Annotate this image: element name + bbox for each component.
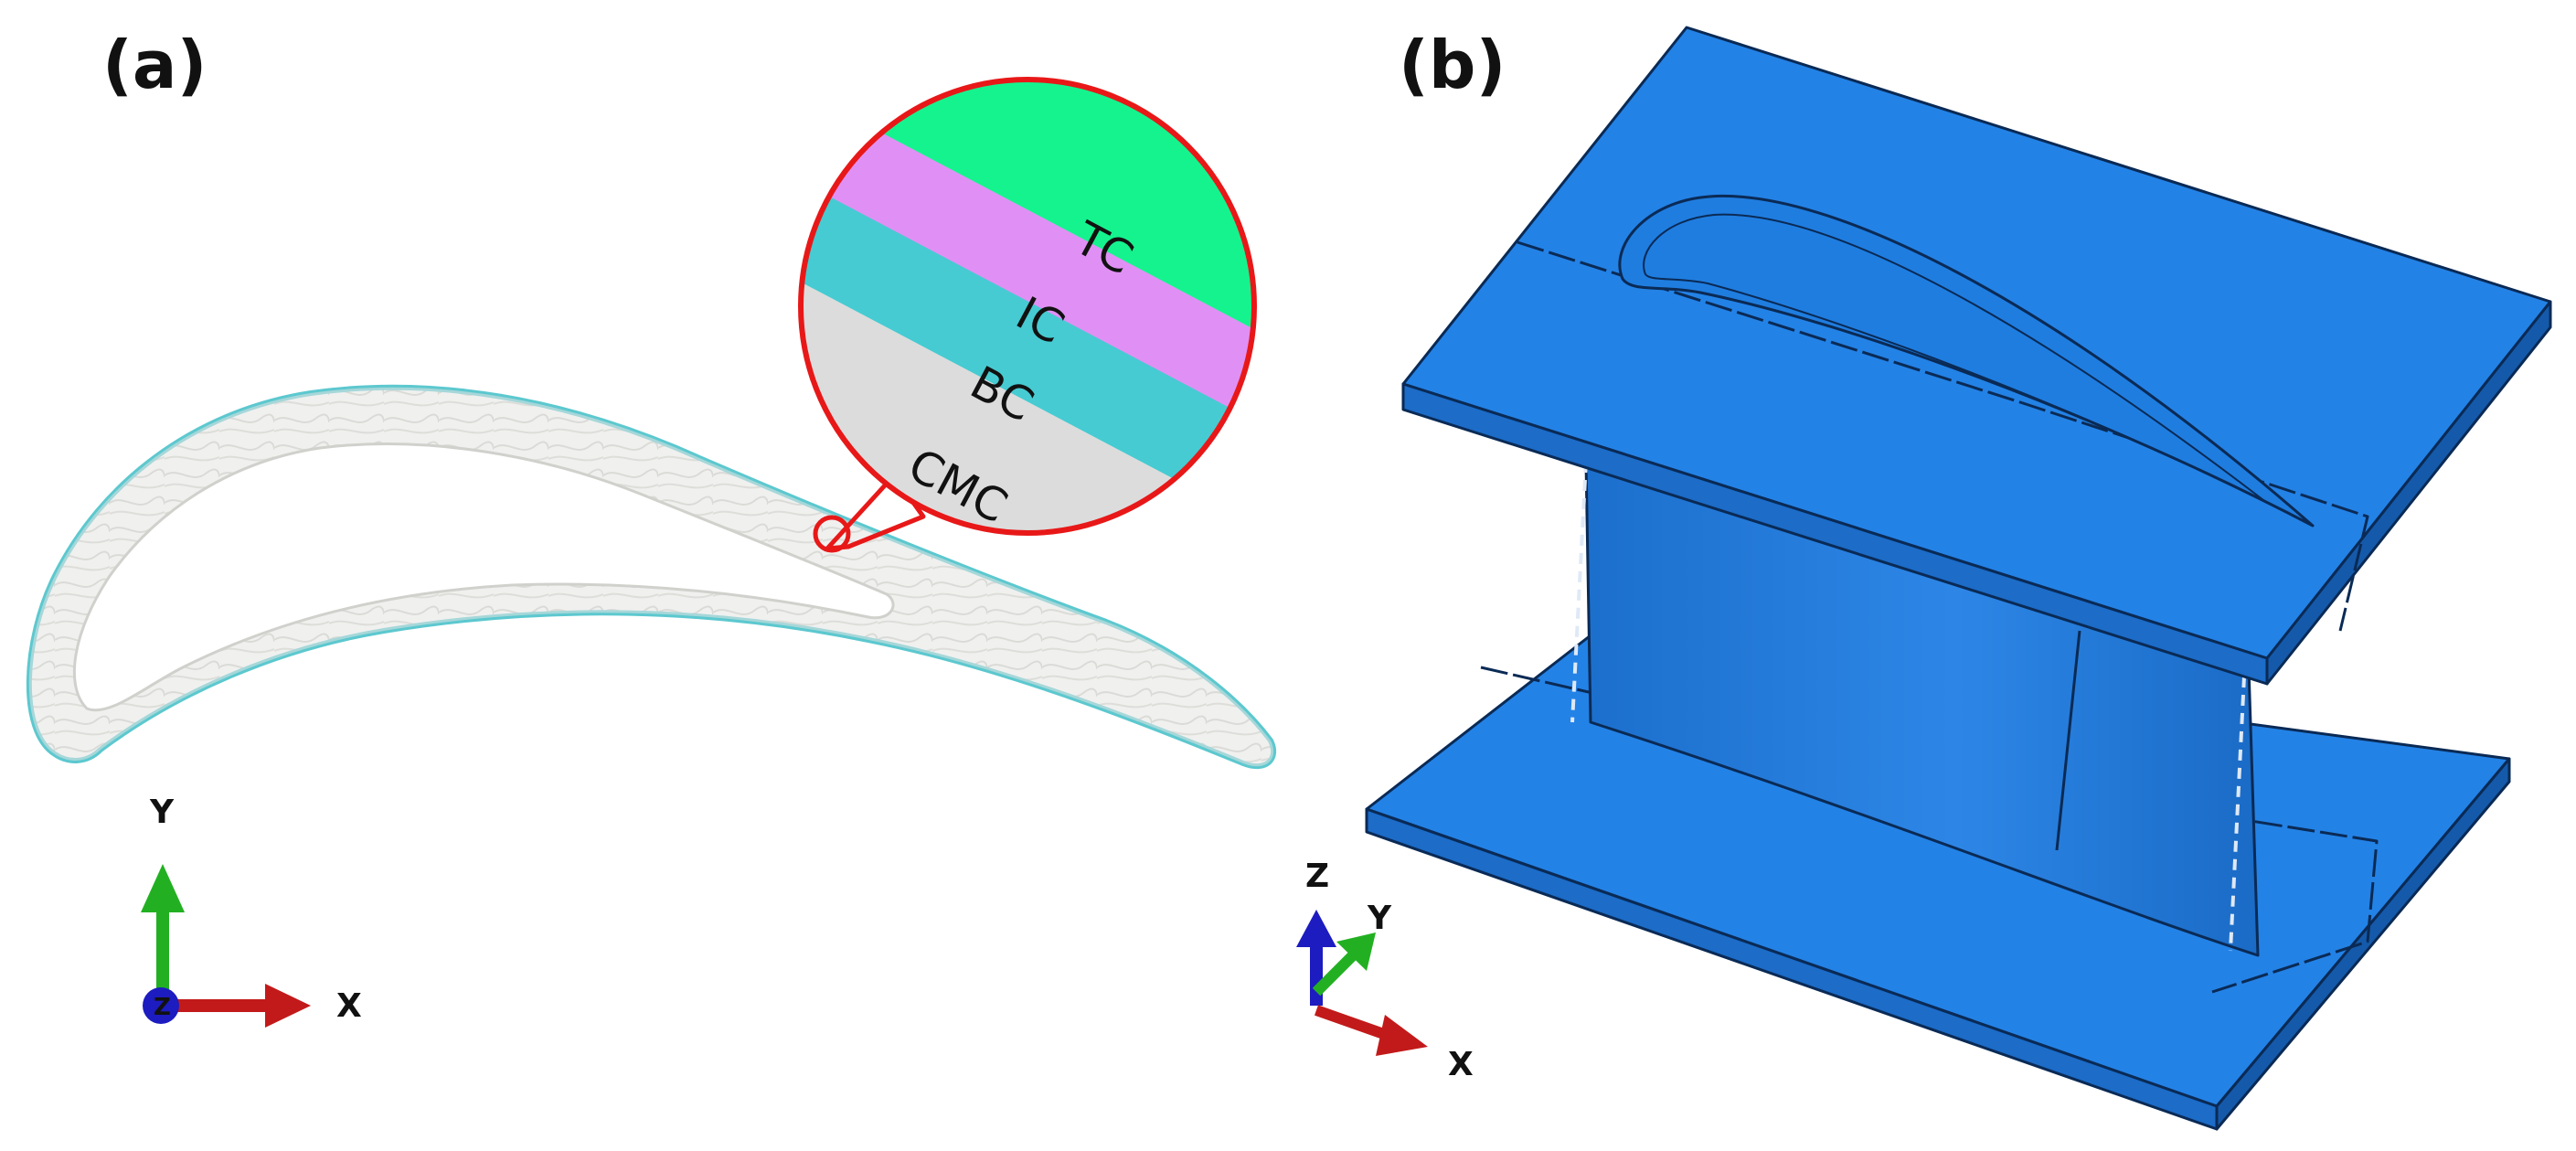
panel-a-label: (a) (102, 27, 207, 103)
y-axis-arrowhead (141, 864, 185, 912)
y-axis-arrowhead-b (1336, 933, 1376, 971)
zoom-connector (825, 473, 926, 551)
z-axis-arrowhead (1296, 910, 1336, 947)
axis-triad-a: Y X Z (141, 794, 362, 1028)
panel-b: (b) Z (1296, 26, 2552, 1131)
airfoil-inner-cavity (72, 442, 895, 712)
axis-label-y-b: Y (1367, 900, 1392, 937)
panel-a: (a) TC IC BC CMC (26, 27, 1277, 1028)
axis-label-z-b: Z (1305, 858, 1329, 895)
zoom-callout: TC IC BC CMC (798, 77, 1257, 553)
top-airfoil-imprint-inner (1643, 213, 2268, 504)
axis-label-z: Z (154, 994, 171, 1021)
zoom-magnified-circle (798, 77, 1257, 536)
blade-model-3d (1365, 26, 2552, 1131)
axis-label-y: Y (149, 794, 175, 831)
blade-leading-edge (1570, 461, 1588, 723)
layer-bc-band (801, 169, 1254, 533)
z-axis-dot (143, 987, 179, 1024)
top-platform-side (2265, 300, 2552, 686)
axis-triad-b: Z Y X (1296, 858, 1474, 1083)
layer-ic-band (801, 80, 1254, 434)
top-airfoil-imprint (1618, 194, 2315, 528)
axis-label-x: X (336, 987, 362, 1025)
blade-trailing-edge (2229, 676, 2246, 952)
x-axis-arrowhead-b (1376, 1015, 1428, 1056)
layer-stack (801, 80, 1254, 533)
layer-tc-band (801, 80, 1254, 343)
blade-body (1584, 460, 2260, 957)
y-axis-arrow-b (1312, 951, 1357, 996)
axis-label-x-b: X (1448, 1046, 1474, 1083)
blade-rib-line (2055, 630, 2081, 851)
x-axis-arrowhead (265, 984, 311, 1028)
airfoil-cross-section (26, 384, 1277, 770)
bottom-platform-side (2215, 757, 2511, 1131)
panel-b-label: (b) (1399, 27, 1506, 103)
